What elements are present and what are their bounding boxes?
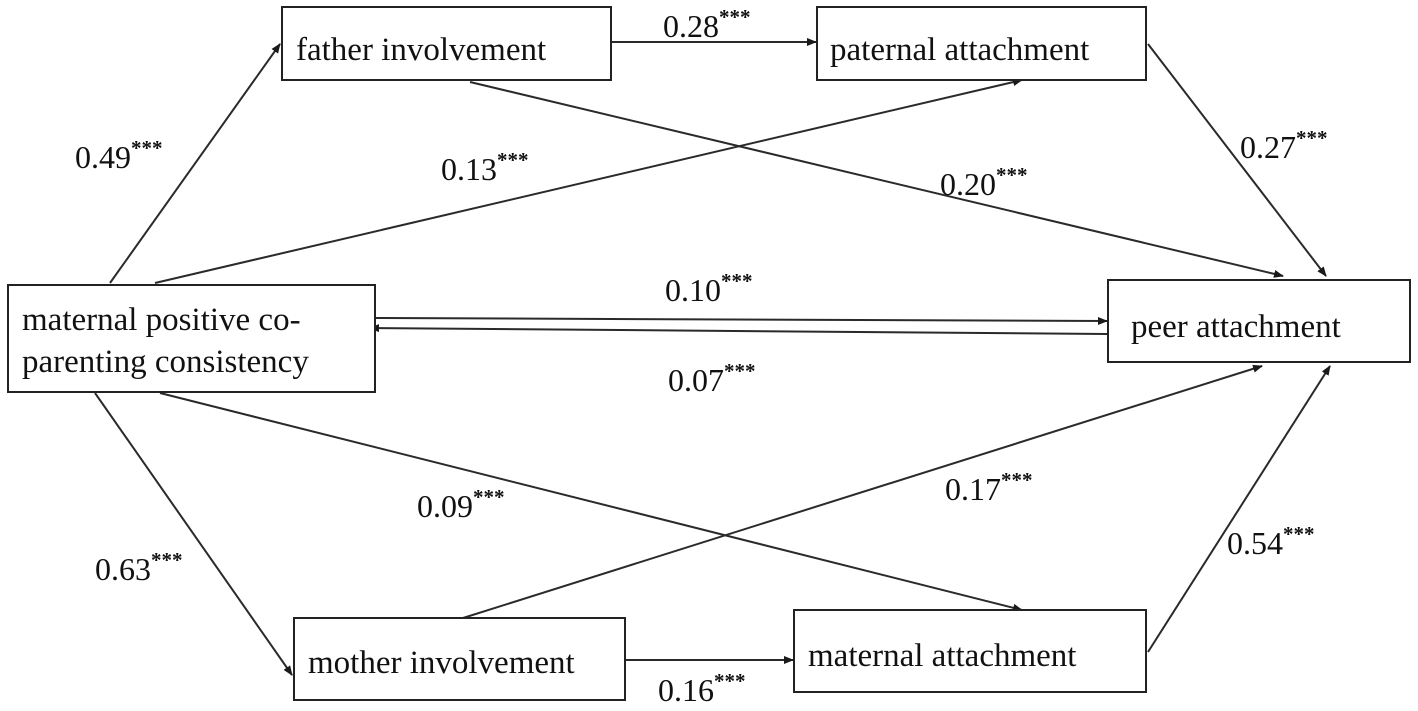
coef-mother-involvement-to-peer-attachment: 0.17*** [945,468,1033,507]
coef-mpc-to-mother-involvement: 0.63*** [95,548,183,587]
edge-mpc-to-mother-involvement [94,392,293,676]
coef-maternal-attachment-to-peer-attachment: 0.54*** [1227,522,1315,561]
edge-peer-attachment-to-mpc [369,324,1108,335]
coef-mpc-to-maternal-attachment: 0.09*** [417,485,505,524]
edge-father-involvement-to-peer-attachment [469,81,1284,278]
node-maternal-attachment-label: maternal attachment [808,638,1076,674]
node-maternal-attachment-box [793,609,1147,693]
edge-maternal-attachment-to-peer-attachment [1147,365,1331,653]
node-paternal-attachment-label: paternal attachment [830,32,1089,68]
node-paternal-attachment-box [816,6,1147,81]
node-maternal-cop-label-line1: maternal positive co- [22,302,301,338]
coef-mpc-to-peer-attachment: 0.10*** [665,269,753,308]
node-mother-involvement-label: mother involvement [308,645,575,681]
node-mother-involvement-box [293,617,626,701]
node-maternal-positive-coparenting-box [7,284,376,393]
coef-peer-attachment-to-mpc: 0.07*** [668,359,756,398]
edge-paternal-attachment-to-peer-attachment [1147,43,1327,277]
edge-mpc-to-maternal-attachment [159,392,1023,612]
coef-mother-involvement-to-maternal-attachment: 0.16*** [658,669,746,708]
node-father-involvement-box [281,6,612,81]
node-peer-attachment-box [1107,279,1411,363]
edge-mother-involvement-to-peer-attachment [462,364,1263,619]
coef-paternal-attachment-to-peer-attachment: 0.27*** [1240,126,1328,165]
node-maternal-cop-label-line2: parenting consistency [22,344,309,380]
coef-mpc-to-paternal-attachment: 0.13*** [441,148,529,187]
edge-mpc-to-peer-attachment [375,316,1108,325]
coef-father-involvement-to-paternal-attachment: 0.28*** [663,5,751,44]
node-peer-attachment-label: peer attachment [1131,309,1341,345]
node-father-involvement-label: father involvement [296,32,546,68]
edge-mpc-to-paternal-attachment [154,78,1023,284]
coef-father-involvement-to-peer-attachment: 0.20*** [940,163,1028,202]
coef-mpc-to-father-involvement: 0.49*** [75,136,163,175]
edge-mpc-to-father-involvement [109,43,281,284]
